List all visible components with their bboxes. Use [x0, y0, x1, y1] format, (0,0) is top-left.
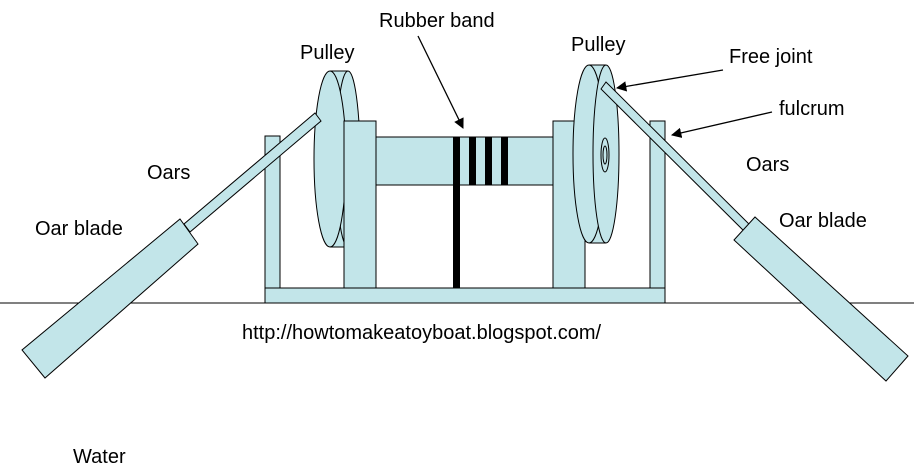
left-inner-post [343, 120, 377, 289]
right-oar-shaft [600, 81, 758, 239]
right-fulcrum-post [649, 120, 666, 289]
rubber-band-arrow [417, 35, 464, 129]
free-joint-label: Free joint [729, 46, 813, 68]
fulcrum-arrow [670, 111, 773, 138]
right-oars-label: Oars [746, 154, 789, 176]
right-pulley [572, 64, 620, 244]
right-oar-blade-label: Oar blade [779, 210, 867, 232]
left-oars-label: Oars [147, 162, 190, 184]
left-oar-blade-label: Oar blade [35, 218, 123, 240]
left-oar-shaft [183, 112, 322, 233]
axle [374, 136, 556, 186]
rubber-band-label: Rubber band [379, 10, 495, 32]
source-url: http://howtomakeatoyboat.blogspot.com/ [242, 322, 602, 344]
rubber-band [453, 137, 508, 288]
water-label: Water [73, 446, 126, 468]
fulcrum-label: fulcrum [779, 98, 845, 120]
right-pulley-label: Pulley [571, 34, 625, 56]
base-board [264, 287, 666, 304]
left-oar-blade [21, 218, 199, 379]
left-pulley-label: Pulley [300, 42, 354, 64]
right-oar-blade [733, 216, 909, 382]
free-joint-arrow [615, 69, 724, 92]
left-fulcrum-post [264, 135, 281, 289]
